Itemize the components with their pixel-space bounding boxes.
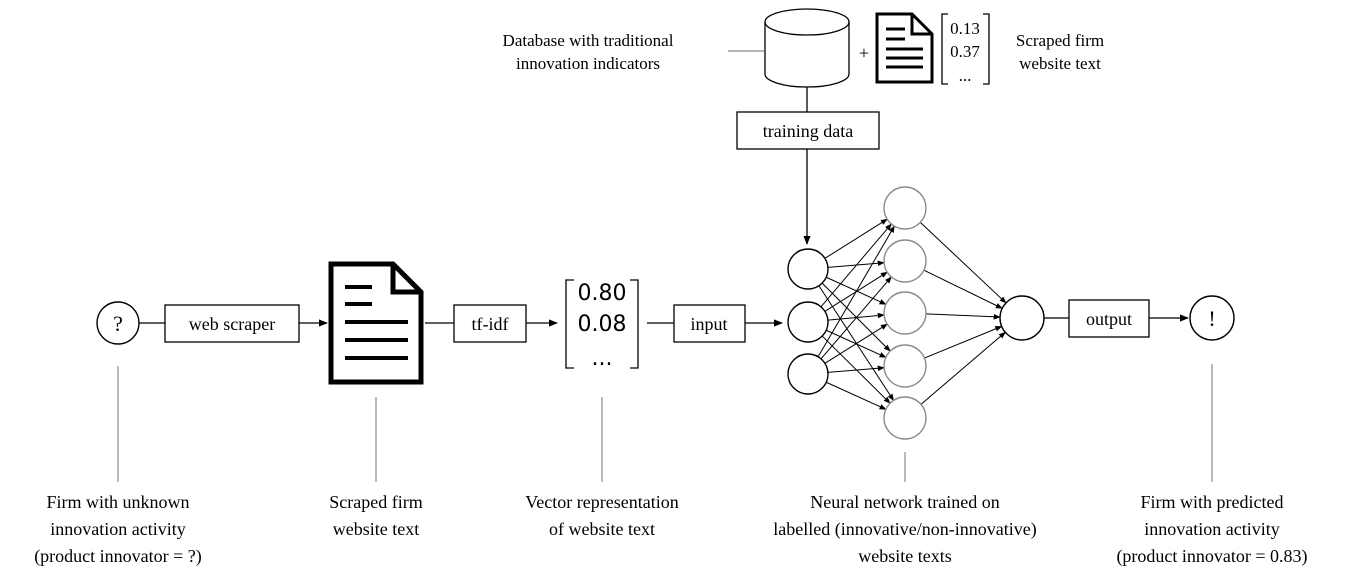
nn-edge-h1-out [923,269,1003,309]
caption-firm-predicted-line3: (product innovator = 0.83) [1116,546,1307,567]
nn-hidden-node-0 [883,186,927,230]
caption-neural-net-line1: Neural network trained on [810,492,999,512]
caption-scraped-text-line1: Scraped firm [329,492,422,512]
main-vector: 0.80 0.08 ... [565,279,639,371]
main-vector-v2: 0.08 [578,312,627,337]
nn-input-node-1 [787,301,829,343]
web-scraper-box [164,304,300,343]
top-vector: 0.13 0.37 ... [941,13,990,85]
top-text-label: Scraped firm website text [1016,31,1104,73]
tfidf-label: tf-idf [472,314,509,334]
caption-vector-repr-line2: of website text [549,519,655,539]
caption-scraped-text: Scraped firm website text [329,492,422,539]
caption-neural-net-line2: labelled (innovative/non-innovative) [773,519,1036,540]
nn-edge-in2-h4 [826,381,887,410]
caption-firm-unknown-line2: innovation activity [50,519,185,539]
database-icon [764,8,850,88]
nn-hidden-node-3 [883,344,927,388]
top-vector-v2: 0.37 [950,42,980,61]
input-label: input [690,314,727,334]
caption-neural-net: Neural network trained on labelled (inno… [773,492,1036,566]
nn-output-node [999,295,1045,341]
caption-firm-predicted-line1: Firm with predicted [1141,492,1284,512]
nn-edge-in2-h0 [817,225,895,357]
training-data-label: training data [763,121,853,141]
nn-edge-in2-h1 [820,276,892,360]
nn-edge-in2-h3 [827,365,885,373]
nn-edge-in0-h0 [824,218,888,259]
firm-unknown-symbol: ? [113,311,123,336]
database-label: Database with traditional innovation ind… [503,31,674,73]
neural-network-edges [817,218,1007,410]
nn-edge-in2-h2 [824,323,888,364]
output-box [1068,299,1150,338]
database-label-line2: innovation indicators [516,54,660,73]
nn-input-node-2 [787,353,829,395]
nn-hidden-node-4 [883,396,927,440]
main-vector-v3: ... [592,346,613,371]
top-vector-v1: 0.13 [950,19,980,38]
tfidf-box [453,304,527,343]
document-icon [328,261,424,385]
web-scraper-label: web scraper [189,314,275,334]
training-data-box [736,111,880,150]
nn-edge-h2-out [925,313,1001,320]
nn-hidden-node-2 [883,291,927,335]
input-box [673,304,746,343]
caption-vector-repr: Vector representation of website text [525,492,678,539]
caption-firm-unknown-line3: (product innovator = ?) [34,546,202,567]
caption-scraped-text-line2: website text [333,519,419,539]
nn-edge-in1-h0 [820,223,892,308]
caption-firm-predicted-line2: innovation activity [1144,519,1279,539]
caption-firm-unknown: Firm with unknown innovation activity (p… [34,492,202,567]
firm-predicted-circle [1189,295,1235,341]
caption-neural-net-line3: website texts [858,546,951,566]
caption-firm-unknown-line1: Firm with unknown [46,492,189,512]
nn-edge-h3-out [924,325,1003,359]
caption-vector-repr-line1: Vector representation [525,492,678,512]
plus-sign: + [859,43,869,63]
top-vector-v3: ... [959,66,972,85]
nn-edge-h0-out [919,222,1007,304]
firm-predicted-symbol: ! [1208,306,1215,331]
caption-firm-predicted: Firm with predicted innovation activity … [1116,492,1307,567]
top-text-label-line1: Scraped firm [1016,31,1104,50]
document-icon-small [875,12,934,84]
nn-input-node-0 [787,248,829,290]
nn-hidden-node-1 [883,239,927,283]
nn-edge-h4-out [920,331,1006,405]
main-vector-v1: 0.80 [578,281,627,306]
output-label: output [1086,309,1132,329]
top-text-label-line2: website text [1019,54,1101,73]
database-label-line1: Database with traditional [503,31,674,50]
neural-network-nodes [787,186,1045,440]
